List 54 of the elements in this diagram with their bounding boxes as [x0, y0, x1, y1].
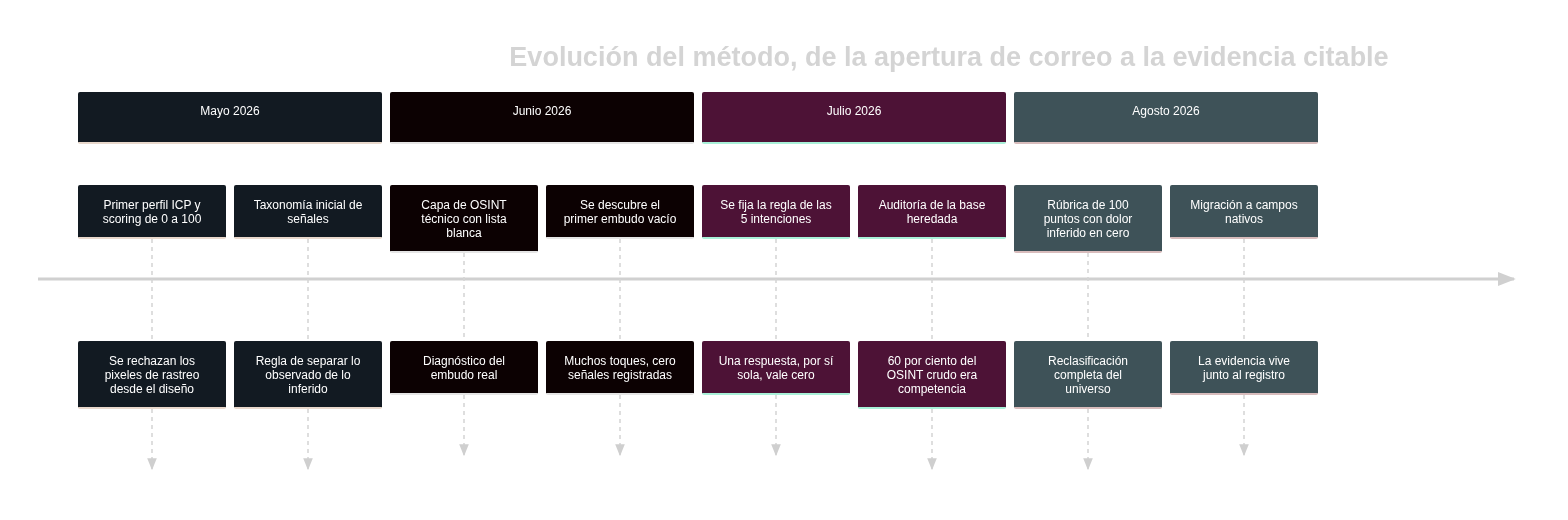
event-card [234, 185, 382, 239]
event-text: 60 por ciento del OSINT crudo era competencia [885, 354, 979, 396]
event-card [390, 341, 538, 395]
dashed-arrow [1083, 408, 1093, 471]
dashed-arrow [459, 394, 469, 457]
event-card [858, 185, 1006, 239]
event-card [702, 185, 850, 239]
event-card [1014, 341, 1162, 409]
event-text: Se fija la regla de las 5 intenciones [719, 198, 833, 226]
event-text: La evidencia vive junto al registro [1196, 354, 1292, 382]
dashed-arrow [927, 408, 937, 471]
period-label: Agosto 2026 [1132, 104, 1200, 118]
event-card [78, 185, 226, 239]
dashed-arrow [1239, 394, 1249, 457]
event-text: Migración a campos nativos [1189, 198, 1299, 226]
dashed-line [775, 238, 777, 342]
dashed-arrow [147, 408, 157, 471]
dashed-line [1243, 238, 1245, 342]
dashed-line [151, 238, 153, 342]
event-card [78, 341, 226, 409]
event-card [1014, 185, 1162, 253]
period-header [1014, 92, 1318, 144]
event-card [546, 341, 694, 395]
event-card [234, 341, 382, 409]
event-card [390, 185, 538, 253]
period-label: Mayo 2026 [200, 104, 260, 118]
period-label: Julio 2026 [826, 104, 882, 118]
dashed-line [931, 238, 933, 342]
dashed-arrow [615, 394, 625, 457]
event-text: Reclasificación completa del universo [1046, 354, 1129, 396]
event-text: Una respuesta, por sí sola, vale cero [718, 354, 834, 382]
event-text: Diagnóstico del embudo real [421, 354, 507, 382]
event-text: Rúbrica de 100 puntos con dolor inferido en cero [1042, 198, 1134, 240]
event-card [1170, 185, 1318, 239]
period-header [78, 92, 382, 144]
event-text: Auditoría de la base heredada [877, 198, 987, 226]
event-card [702, 341, 850, 395]
event-text: Capa de OSINT técnico con lista blanca [420, 198, 508, 240]
period-header [390, 92, 694, 144]
event-text: Se rechazan los pixeles de rastreo desde el diseño [103, 354, 201, 396]
event-card [1170, 341, 1318, 395]
event-text: Primer perfil ICP y scoring de 0 a 100 [101, 198, 203, 226]
dashed-arrow [771, 394, 781, 457]
event-card [858, 341, 1006, 409]
period-header [702, 92, 1006, 144]
period-label: Junio 2026 [512, 104, 572, 118]
event-text: Se descubre el primer embudo vacío [562, 198, 678, 226]
dashed-line [619, 238, 621, 342]
event-text: Muchos toques, cero señales registradas [563, 354, 677, 382]
event-text: Regla de separar lo observado de lo inferido [254, 354, 362, 396]
event-card [546, 185, 694, 239]
dashed-arrow [303, 408, 313, 471]
event-text: Taxonomía inicial de señales [252, 198, 364, 226]
dashed-line [307, 238, 309, 342]
